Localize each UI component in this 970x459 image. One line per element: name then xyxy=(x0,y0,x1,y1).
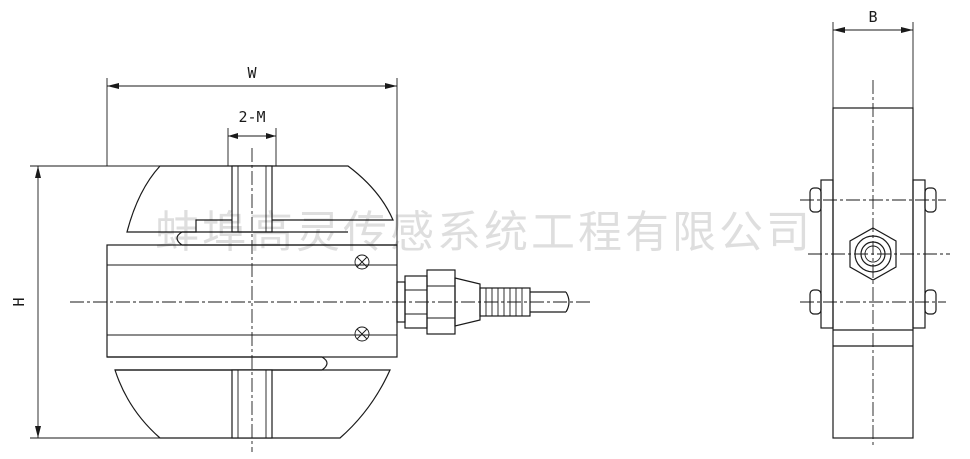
depth-dimension: B xyxy=(832,8,914,108)
mounting-dimension: 2-M xyxy=(227,108,277,166)
front-view: W 2-M H xyxy=(10,64,590,452)
height-dimension: H xyxy=(10,165,160,439)
lower-slot xyxy=(107,356,328,371)
side-view: B xyxy=(800,8,950,448)
mounting-label: 2-M xyxy=(238,108,265,126)
bottom-section xyxy=(114,369,391,439)
depth-label: B xyxy=(868,8,877,26)
width-label: W xyxy=(247,64,257,82)
watermark-text: 蚌埠高灵传感系统工程有限公司 xyxy=(155,207,813,258)
screw-icon xyxy=(354,326,370,342)
width-dimension: W xyxy=(106,64,398,245)
height-label: H xyxy=(10,297,28,306)
screw-icon xyxy=(354,254,370,270)
